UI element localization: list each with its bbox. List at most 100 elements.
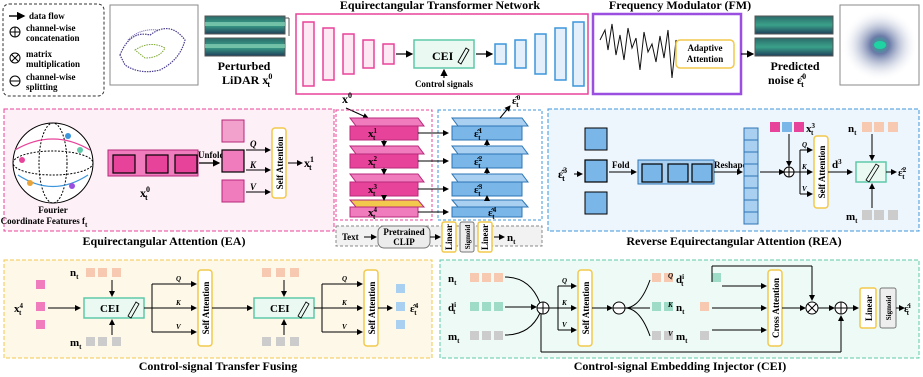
adaptive-attention-box bbox=[675, 39, 735, 69]
linear-label-2: Linear bbox=[480, 224, 490, 250]
fourier-label-2: Coordinate Features ft bbox=[1, 216, 88, 229]
ea-q-label: Q bbox=[250, 139, 257, 149]
cei-v-label-1: V bbox=[562, 321, 568, 329]
rea-x3-tokens bbox=[770, 122, 804, 132]
ctf-q-label-2: Q bbox=[342, 275, 347, 283]
cei-cross-attention-label: Cross Attention bbox=[771, 278, 781, 338]
rea-v-label: V bbox=[802, 185, 808, 193]
rea-d3-label: d3 bbox=[832, 158, 842, 171]
ctf-cei-label-1: CEI bbox=[100, 303, 120, 315]
perturbed-label: Perturbed bbox=[218, 59, 271, 73]
decoder-layers bbox=[494, 21, 585, 87]
rea-self-attention-label: Self Attention bbox=[817, 146, 827, 199]
text-label: Text bbox=[342, 232, 359, 242]
ominus-icon bbox=[612, 301, 626, 315]
control-signals-label: Control signals bbox=[415, 79, 474, 89]
ctf-output-tokens bbox=[396, 284, 405, 329]
rea-n-tokens bbox=[862, 122, 898, 132]
cei-n-tokens bbox=[470, 273, 503, 282]
linear-label-1: Linear bbox=[444, 224, 454, 250]
reshape-column bbox=[743, 127, 759, 225]
predicted-noise-image bbox=[754, 15, 834, 57]
linear-box-1 bbox=[441, 221, 457, 253]
fold-label: Fold bbox=[612, 160, 630, 170]
fm-title: Frequency Modulator (FM) bbox=[609, 0, 751, 12]
ctf-n-tokens bbox=[86, 268, 121, 277]
ominus-icon bbox=[9, 75, 21, 87]
oplus-icon bbox=[536, 301, 550, 315]
pen-icon bbox=[297, 301, 310, 319]
ctf-m-tokens bbox=[86, 337, 121, 346]
ctf-m-tokens-2 bbox=[262, 337, 299, 346]
cei-linear-box bbox=[859, 287, 877, 329]
cei-n-label: nt bbox=[448, 273, 457, 287]
ea-title: Equirectangular Attention (EA) bbox=[83, 234, 246, 248]
otimes-icon bbox=[9, 52, 21, 64]
ctf-k-label-1: K bbox=[175, 299, 182, 307]
ctf-cei-label-2: CEI bbox=[270, 303, 290, 315]
rea-title: Reverse Equirectangular Attention (REA) bbox=[626, 234, 841, 248]
cei-m-tokens bbox=[470, 331, 503, 340]
unfold-grid bbox=[107, 149, 199, 177]
perturbed-lidar-image bbox=[204, 15, 290, 57]
ctf-n-label: nt bbox=[70, 267, 79, 281]
ctf-q-label-1: Q bbox=[176, 275, 181, 283]
legend-box bbox=[2, 3, 105, 97]
ctf-self-attention-label-1: Self Attention bbox=[201, 282, 211, 335]
cei-m-label: mt bbox=[448, 331, 460, 345]
ea-v-label: V bbox=[250, 182, 257, 192]
cei-title: Control-signal Embedding Injector (CEI) bbox=[574, 359, 787, 373]
etn-title: Equirectangular Transformer Network bbox=[340, 0, 541, 12]
center-x0-label: x0 bbox=[342, 91, 352, 106]
cei-q-label-1: Q bbox=[562, 277, 567, 285]
unfolded-patches bbox=[221, 119, 245, 203]
rea-q-label: Q bbox=[802, 141, 807, 149]
ctf-self-attention-label-2: Self Attention bbox=[367, 282, 377, 335]
reshape-label: Reshape bbox=[714, 160, 747, 170]
cei-v-label-2: V bbox=[668, 330, 674, 338]
rea-input-patches bbox=[584, 127, 608, 215]
oplus-icon bbox=[783, 166, 795, 178]
cei-k-label-2: K bbox=[667, 301, 674, 309]
rea-m-tokens bbox=[862, 210, 898, 220]
ctf-n-tokens-2 bbox=[262, 268, 299, 277]
cei-label-top: CEI bbox=[432, 49, 454, 63]
cei-m-label-2: mt bbox=[676, 331, 688, 345]
predicted-label: Predicted bbox=[770, 59, 819, 73]
unfold-label: Unfold bbox=[198, 150, 225, 160]
ctf-k-label-2: K bbox=[341, 299, 348, 307]
pen-icon bbox=[127, 301, 140, 319]
cei-block-top bbox=[413, 39, 475, 69]
ctf-v-label-1: V bbox=[176, 323, 182, 331]
legend-data-flow: data flow bbox=[29, 11, 65, 21]
encoder-layers bbox=[302, 21, 395, 87]
fourier-label-1: Fourier bbox=[38, 205, 68, 215]
center-unet: x0 bbox=[335, 91, 543, 221]
linear-box-2 bbox=[477, 221, 493, 253]
cei-q-label-2: Q bbox=[668, 272, 673, 280]
cei-linear-label: Linear bbox=[864, 295, 874, 321]
cei-n-label-2: nt bbox=[676, 302, 685, 316]
pen-icon bbox=[457, 47, 470, 65]
cei-sigmoid-label: Sigmoid bbox=[885, 296, 893, 321]
